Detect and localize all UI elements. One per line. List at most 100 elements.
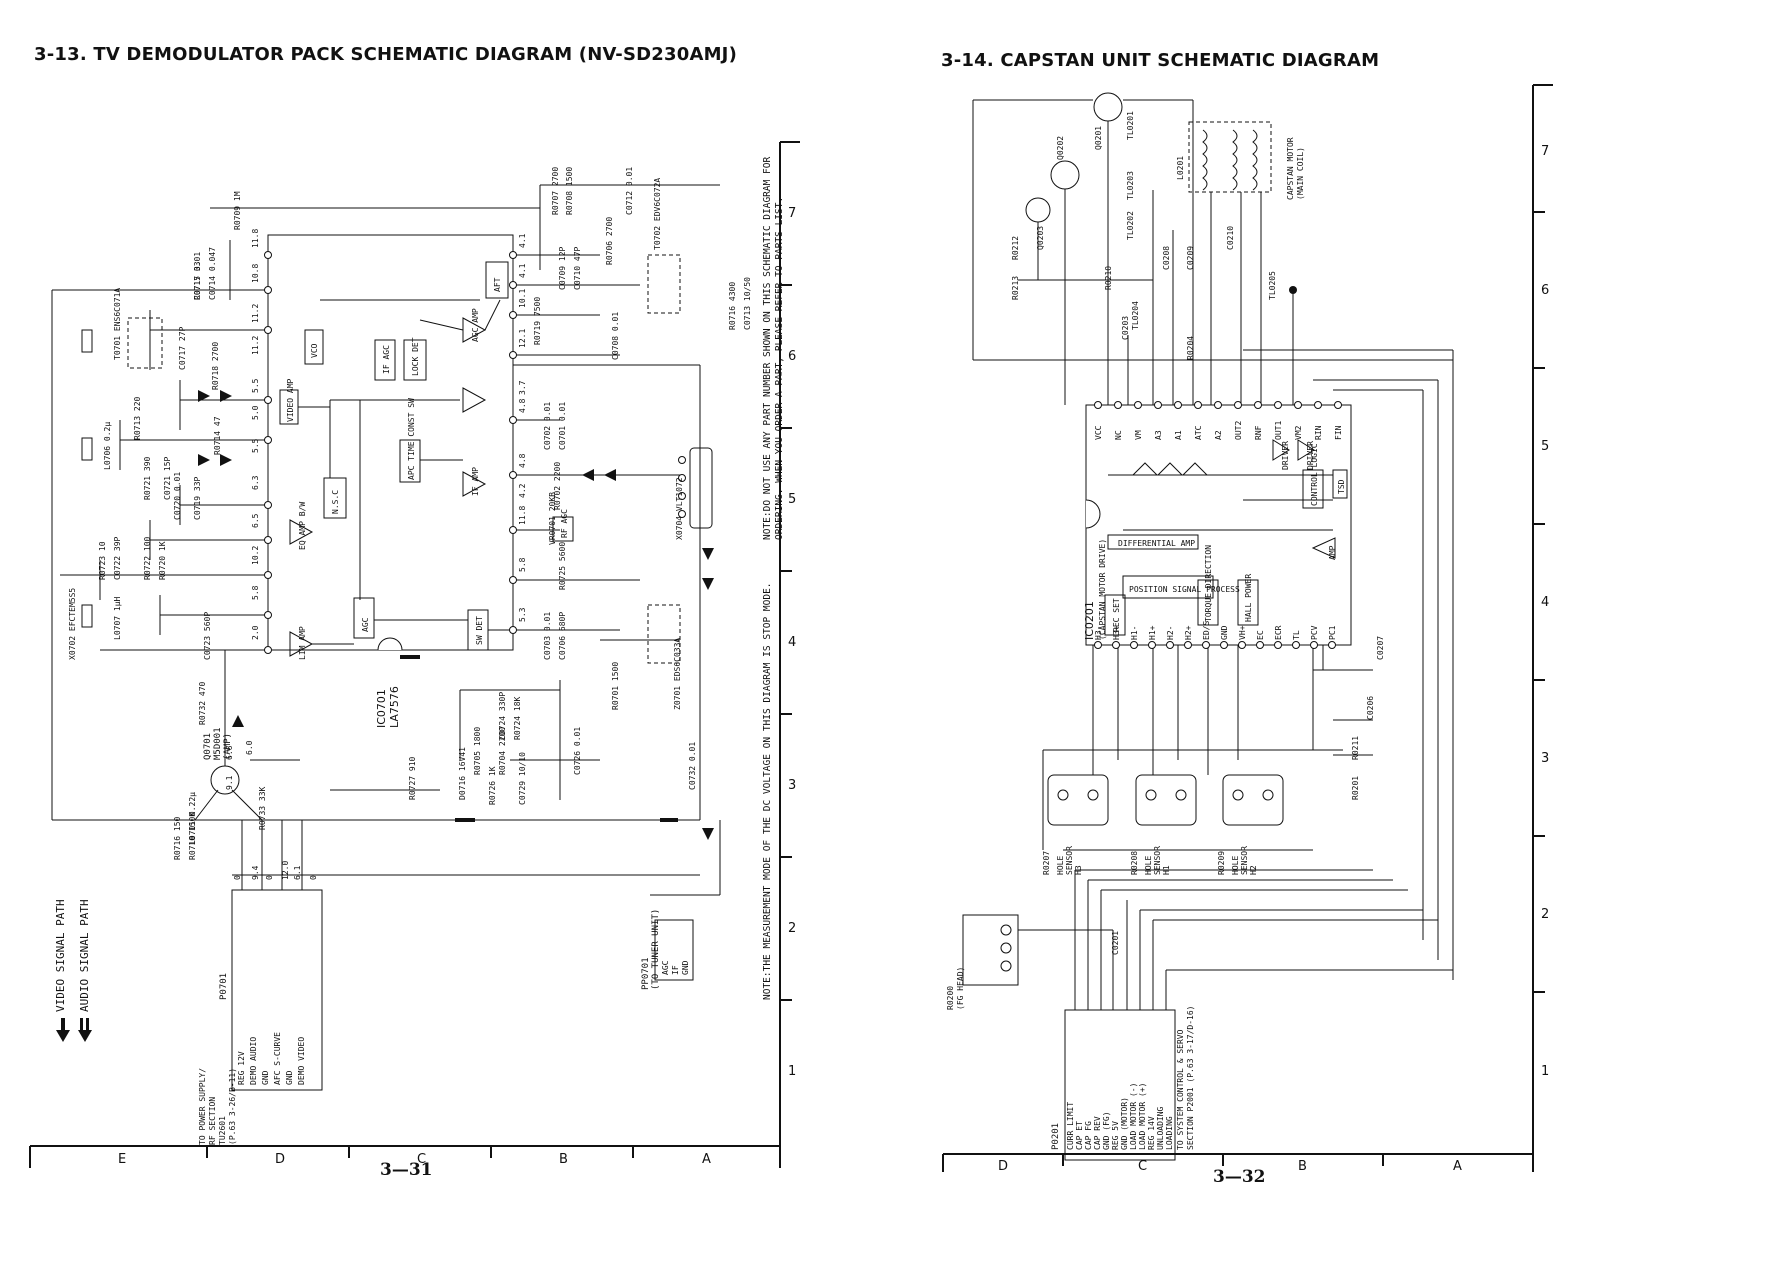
block-torque-direction: TORQUE DIRECTION (1204, 545, 1213, 622)
ic-top-pin: RIN (1314, 425, 1323, 440)
component-label: C0723 560P (203, 612, 212, 660)
voltage-label: 3.7 (518, 380, 527, 395)
motor-label-2: (MAIN COIL) (1296, 147, 1305, 200)
component-label: R0708 1500 (565, 167, 574, 215)
grid-row-A: A (1453, 1159, 1462, 1174)
voltage-label: 12.0 (281, 861, 290, 880)
grid-col-4: 4 (1541, 595, 1549, 610)
ic-bottom-pin: H2- (1166, 626, 1175, 640)
component-label: C0717 27P (178, 326, 187, 370)
ic-bottom-pin: GND (1220, 625, 1229, 640)
p0701-pin-label: REG 12V (237, 1051, 246, 1085)
voltage-label: 4.2 (518, 483, 527, 498)
note-part-number: NOTE:DO NOT USE ANY PART NUMBER SHOWN ON… (762, 157, 773, 540)
component-label: Z0701 EDS6C033A (673, 638, 682, 710)
block-video-amp: VIDEO AMP (286, 378, 295, 422)
component-label: C0203 (1121, 316, 1130, 340)
component-label: X0702 EFCTEM5S5 (68, 588, 77, 660)
grid-row-C: C (417, 1152, 426, 1167)
block-lim-amp: LIM AMP (298, 626, 307, 660)
component-label: R0212 (1011, 236, 1020, 260)
component-label: R0705 1800 (473, 727, 482, 775)
ic-bottom-pin: ED/S (1202, 621, 1211, 640)
component-label: C0206 (1366, 696, 1375, 720)
hall-sensor-label: H1 (1162, 865, 1171, 875)
component-label: Q0202 (1056, 136, 1065, 160)
component-label: R0701 1500 (611, 662, 620, 710)
component-label: C0701 0.01 (558, 402, 567, 450)
connector-p0701: P0701 (219, 973, 229, 1000)
grid-col-2: 2 (788, 921, 796, 936)
component-label: C0207 (1376, 636, 1385, 660)
component-label: D0716 16V41 (458, 747, 467, 800)
ic-bottom-pin: H3- (1094, 626, 1103, 640)
ic-bottom-pin: PC1 (1328, 625, 1337, 640)
voltage-label: 6.6 (225, 745, 234, 760)
voltage-label: 4.8 (518, 398, 527, 413)
voltage-label: 5.5 (251, 378, 260, 393)
component-label: C0706 680P (558, 612, 567, 660)
component-label: L0707 1µH (113, 596, 122, 640)
p0201-pin-label: REG 14V (1147, 1116, 1156, 1150)
component-label: C0726 0.01 (573, 727, 582, 775)
voltage-label: 6.5 (251, 513, 260, 528)
component-label: Q0203 (1036, 226, 1045, 250)
component-label: L0201 (1176, 156, 1185, 180)
grid-col-3: 3 (788, 778, 796, 793)
ic-top-pin: A1 (1174, 430, 1183, 440)
block-eq-amp: EQ AMP B/W (298, 502, 307, 550)
power-note-line: RF SECTION (208, 1097, 217, 1145)
grid-col-6: 6 (788, 349, 796, 364)
component-label: C0715 0.01 (193, 252, 202, 300)
component-label: R0726 1K (488, 766, 497, 805)
grid-col-3: 3 (1541, 751, 1549, 766)
ic-top-pin: ATC (1194, 425, 1203, 440)
voltage-label: 0 (233, 875, 242, 880)
ic-top-pin: VM (1134, 430, 1143, 440)
voltage-label: 11.2 (251, 304, 260, 323)
component-label: C0719 33P (193, 476, 202, 520)
fg-label-1: R0200 (946, 986, 955, 1010)
component-label: C0712 0.01 (625, 167, 634, 215)
ic-bottom-pin: VH+ (1238, 625, 1247, 640)
pp0701-pin-label: GND (681, 960, 690, 975)
voltage-label: 6.3 (251, 475, 260, 490)
component-label: R0727 910 (408, 756, 417, 800)
voltage-label: 5.3 (518, 607, 527, 622)
ic-bottom-pin: H2+ (1184, 625, 1193, 640)
voltage-label: 0 (309, 875, 318, 880)
block-hall-power: HALL POWER (1244, 574, 1253, 622)
component-label: R0713 220 (133, 396, 142, 440)
block-position-signal: POSITION SIGNAL PROCESS (1129, 585, 1240, 594)
component-label: C0210 (1226, 226, 1235, 250)
component-label: R0210 (1104, 266, 1113, 290)
block-lock-det: LOCK DET (411, 337, 420, 376)
component-label: TL0203 (1126, 171, 1135, 200)
p0201-pin-label: GND (FG) (1102, 1111, 1111, 1150)
right-page: 3-14. CAPSTAN UNIT SCHEMATIC DIAGRAM (893, 0, 1786, 1267)
component-label: R0706 2700 (605, 217, 614, 265)
block-driver-2: DRIVER (1306, 441, 1315, 470)
left-page-number: 3—31 (380, 1160, 433, 1180)
component-label: R0720 1K (158, 541, 167, 580)
grid-col-2: 2 (1541, 907, 1549, 922)
grid-col-5: 5 (788, 492, 796, 507)
p0201-pin-label: LOADING (1165, 1116, 1174, 1150)
p0201-pin-label: REG 5V (1111, 1121, 1120, 1150)
ic-top-pin: VCC (1094, 425, 1103, 440)
component-label: L0701 0.22µ (188, 792, 197, 845)
component-label: L0706 0.2µ (103, 422, 112, 470)
voltage-label: 10.2 (251, 546, 260, 565)
grid-col-1: 1 (1541, 1064, 1549, 1079)
hall-sensor-label: SENSOR (1065, 846, 1074, 875)
ic-bottom-pin: H1+ (1148, 625, 1157, 640)
component-label: R0213 (1011, 276, 1020, 300)
block-amp: AMP (1328, 545, 1337, 560)
grid-col-1: 1 (788, 1064, 796, 1079)
component-label: R0717 33 (193, 261, 202, 300)
